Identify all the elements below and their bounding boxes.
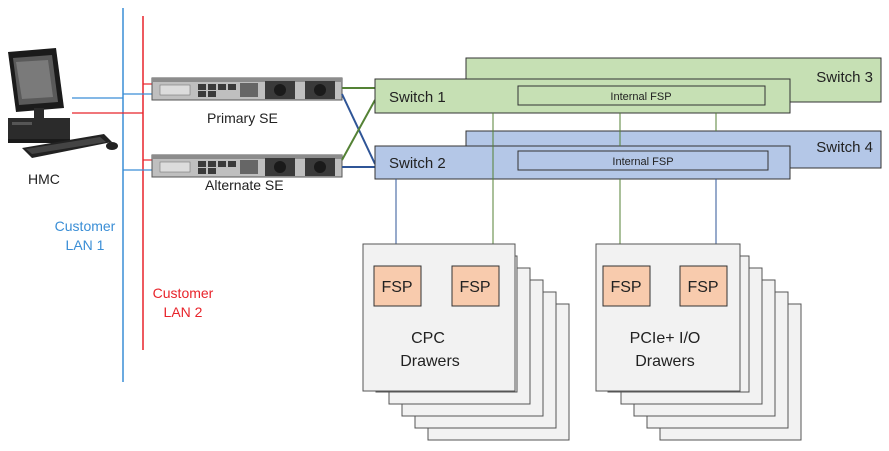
cpc-fsp-1-box [373,265,422,307]
io-fsp-2-box [679,265,728,307]
io-drawers-label-line2: Drawers [635,353,695,370]
alternate-se-switch1-link [341,99,376,161]
switch-2-internal-fsp-box [517,150,769,171]
switch-3-label: Switch 3 [816,69,873,86]
alternate-se-label: Alternate SE [205,177,284,193]
cpc-drawers-label-line2: Drawers [400,353,460,370]
cpc-fsp-1-label: FSP [381,279,412,296]
io-fsp-2-label: FSP [687,279,718,296]
cpc-fsp-2-label: FSP [459,279,490,296]
switch-2-internal-fsp-label: Internal FSP [612,156,673,168]
hmc-label: HMC [28,171,60,187]
switch-1-internal-fsp-label: Internal FSP [610,91,671,103]
lan1-label-line1: Customer [55,218,116,234]
lan2-label-line2: LAN 2 [164,304,203,320]
io-fsp-1-box [602,265,651,307]
primary-se-server-icon [151,77,343,101]
switch-1-internal-fsp-box [517,85,766,106]
switch-2-label: Switch 2 [389,155,446,172]
lan2-label-line1: Customer [153,285,214,301]
alternate-se-server-icon [151,154,343,178]
switch-4-label: Switch 4 [816,139,873,156]
switch-1-label: Switch 1 [389,89,446,106]
cpc-drawers-label-line1: CPC [411,330,445,347]
io-drawers-label-line1: PCIe+ I/O [630,330,701,347]
hmc-computer-icon [8,48,118,158]
cpc-fsp-2-box [451,265,500,307]
primary-se-label: Primary SE [207,110,278,126]
io-drawer-stack [595,243,802,441]
lan1-label-line2: LAN 1 [66,237,105,253]
io-fsp-1-label: FSP [610,279,641,296]
